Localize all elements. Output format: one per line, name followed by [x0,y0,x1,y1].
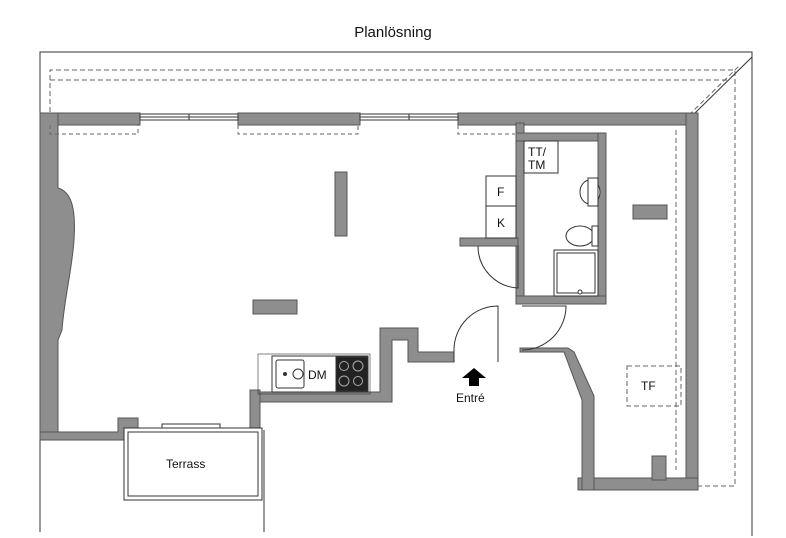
wall-fridge [459,237,519,247]
wall-bath-left [515,122,525,304]
walls [39,112,699,491]
plan-title: Planlösning [354,24,432,41]
wall-left [39,112,75,441]
corner-lines [693,56,753,536]
wall-kitchen-left [249,389,261,433]
wall-bottom-left [39,417,139,441]
label-entrance: Entré [456,391,485,405]
column-center [334,171,348,237]
kitchen-counter [271,355,369,393]
label-freezer: F [497,185,504,199]
label-tf: TF [641,379,656,393]
entrance-arrow-icon [462,368,486,386]
wall-stub-bottom [651,455,667,481]
column-low [252,299,298,315]
label-dishwasher: DM [308,368,327,382]
doors [453,245,567,362]
label-tt-tm-2: TM [528,158,545,172]
kitchen-outline [257,353,371,395]
wall-top-2 [237,112,361,126]
dashed-outline [49,64,741,487]
label-fridge: K [497,216,505,230]
wall-right [685,112,699,491]
wall-right-stepped [519,347,595,491]
label-terrace: Terrass [166,457,205,471]
wall-bath-bottom [515,295,607,305]
wall-bottom-right [577,477,699,491]
label-tt-tm-1: TT/ [528,145,547,159]
window-sills [49,125,515,135]
terrace [123,423,263,501]
bathroom-fixtures [523,140,601,297]
wall-bath-right [597,132,607,304]
appliance-column [485,175,517,239]
windows [139,113,459,121]
wall-top-3 [457,112,699,126]
column-right [632,204,668,220]
wall-bath-top [515,132,607,142]
